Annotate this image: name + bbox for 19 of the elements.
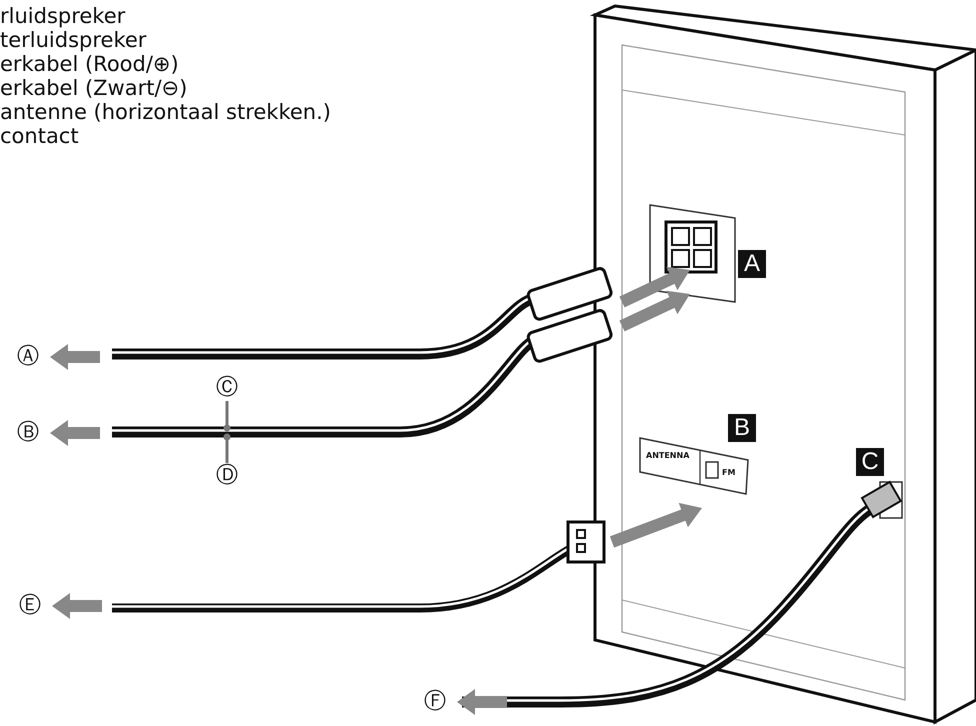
section-tag: B (728, 414, 756, 442)
callout-letter: Ⓒ (214, 375, 240, 401)
callout-letter: Ⓑ (15, 420, 41, 446)
section-tag: C (856, 448, 884, 476)
callout-letter: Ⓔ (17, 593, 43, 619)
parts-list-item: rluidspreker (0, 4, 126, 28)
parts-list-item: terluidspreker (0, 28, 146, 52)
callout-letter: Ⓐ (15, 344, 41, 370)
section-tag: A (738, 250, 766, 278)
parts-list-item: erkabel (Zwart/⊖) (0, 76, 188, 100)
parts-list-item: antenne (horizontaal strekken.) (0, 100, 331, 124)
panel-label: ANTENNA (646, 451, 690, 460)
callout-letter: Ⓕ (422, 689, 448, 715)
panel-label: FM (722, 468, 736, 477)
parts-list-item: contact (0, 124, 79, 148)
callout-letter: Ⓓ (214, 463, 240, 489)
leader-line (224, 434, 230, 463)
parts-list-item: erkabel (Rood/⊕) (0, 52, 179, 76)
leader-line (224, 401, 230, 432)
